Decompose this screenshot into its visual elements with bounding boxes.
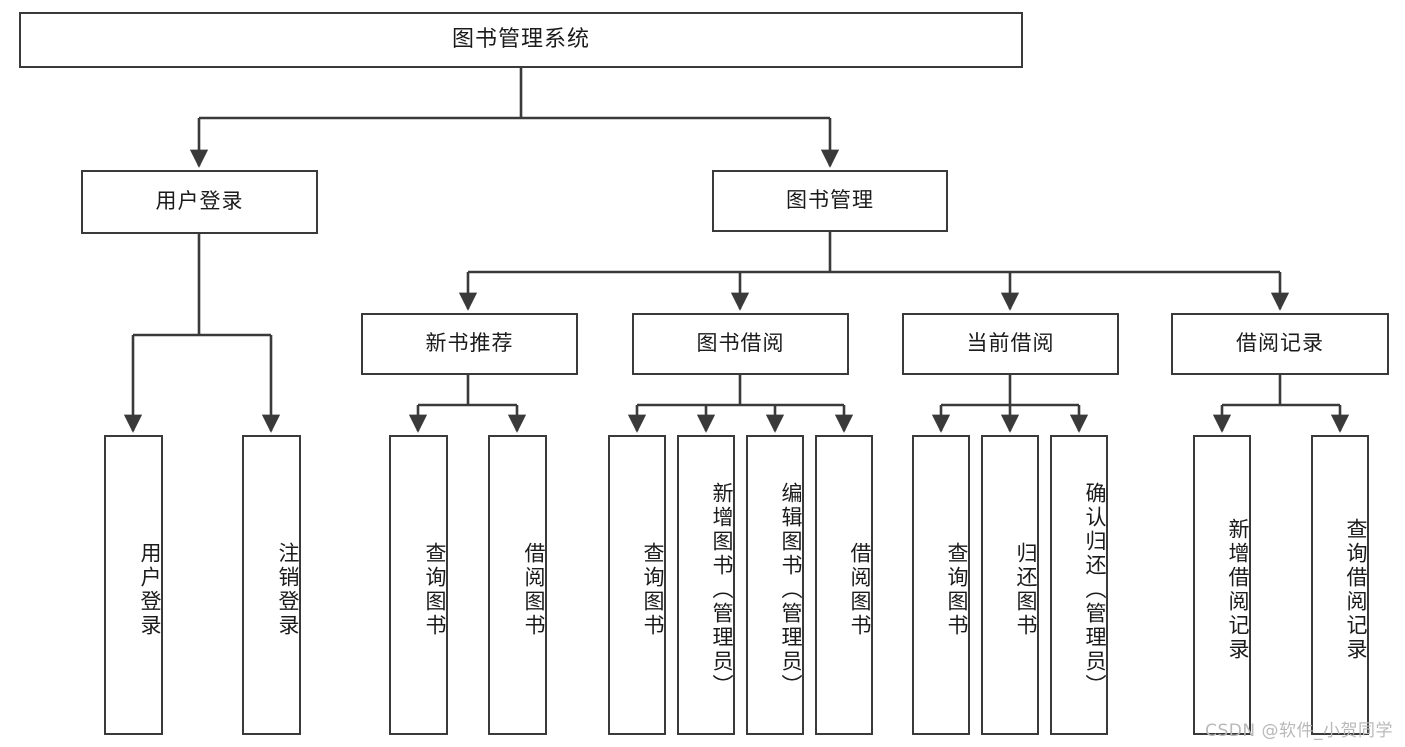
leaf-logout-login-label: 注销登录 [276, 542, 300, 638]
leaf-record-add-record-label: 新增借阅记录 [1226, 518, 1250, 662]
leaf-borrow-query-book-label: 查询图书 [641, 542, 665, 638]
node-root-system[interactable]: 图书管理系统 [19, 12, 1023, 68]
leaf-borrow-borrow-book-label: 借阅图书 [848, 542, 872, 638]
node-borrow-record[interactable]: 借阅记录 [1171, 313, 1389, 375]
leaf-borrow-edit-book-admin[interactable]: 编辑图书（管理员） [746, 435, 804, 735]
leaf-record-query-record[interactable]: 查询借阅记录 [1311, 435, 1369, 735]
leaf-borrow-edit-book-admin-label: 编辑图书（管理员） [779, 482, 803, 698]
csdn-watermark: CSDN @软件_小贺同学 [1205, 721, 1393, 741]
leaf-logout-login[interactable]: 注销登录 [242, 435, 301, 735]
node-borrow-record-label: 借阅记录 [1236, 331, 1324, 356]
leaf-newbook-borrow-book-label: 借阅图书 [522, 542, 546, 638]
leaf-current-query-book-label: 查询图书 [945, 542, 969, 638]
node-user-login-label: 用户登录 [155, 189, 244, 214]
leaf-borrow-borrow-book[interactable]: 借阅图书 [815, 435, 873, 735]
leaf-current-return-book-label: 归还图书 [1014, 542, 1038, 638]
node-book-borrow[interactable]: 图书借阅 [632, 313, 849, 375]
leaf-user-login-label: 用户登录 [138, 542, 162, 638]
node-new-book-recommend-label: 新书推荐 [425, 331, 514, 356]
leaf-newbook-query-book-label: 查询图书 [423, 542, 447, 638]
leaf-borrow-add-book-admin[interactable]: 新增图书（管理员） [677, 435, 735, 735]
leaf-record-query-record-label: 查询借阅记录 [1344, 518, 1368, 662]
leaf-current-confirm-return-admin[interactable]: 确认归还（管理员） [1050, 435, 1108, 735]
leaf-newbook-query-book[interactable]: 查询图书 [389, 435, 448, 735]
leaf-borrow-query-book[interactable]: 查询图书 [608, 435, 666, 735]
node-user-login[interactable]: 用户登录 [81, 170, 318, 234]
leaf-record-add-record[interactable]: 新增借阅记录 [1193, 435, 1251, 735]
leaf-current-query-book[interactable]: 查询图书 [912, 435, 970, 735]
leaf-borrow-add-book-admin-label: 新增图书（管理员） [710, 482, 734, 698]
node-current-borrow-label: 当前借阅 [966, 331, 1055, 356]
leaf-current-return-book[interactable]: 归还图书 [981, 435, 1039, 735]
node-book-borrow-label: 图书借阅 [696, 331, 785, 356]
node-book-management[interactable]: 图书管理 [712, 170, 948, 232]
node-root-system-label: 图书管理系统 [451, 26, 590, 52]
leaf-user-login[interactable]: 用户登录 [104, 435, 163, 735]
leaf-current-confirm-return-admin-label: 确认归还（管理员） [1083, 482, 1107, 698]
node-current-borrow[interactable]: 当前借阅 [902, 313, 1119, 375]
leaf-newbook-borrow-book[interactable]: 借阅图书 [488, 435, 547, 735]
node-book-management-label: 图书管理 [786, 188, 874, 213]
node-new-book-recommend[interactable]: 新书推荐 [361, 313, 578, 375]
